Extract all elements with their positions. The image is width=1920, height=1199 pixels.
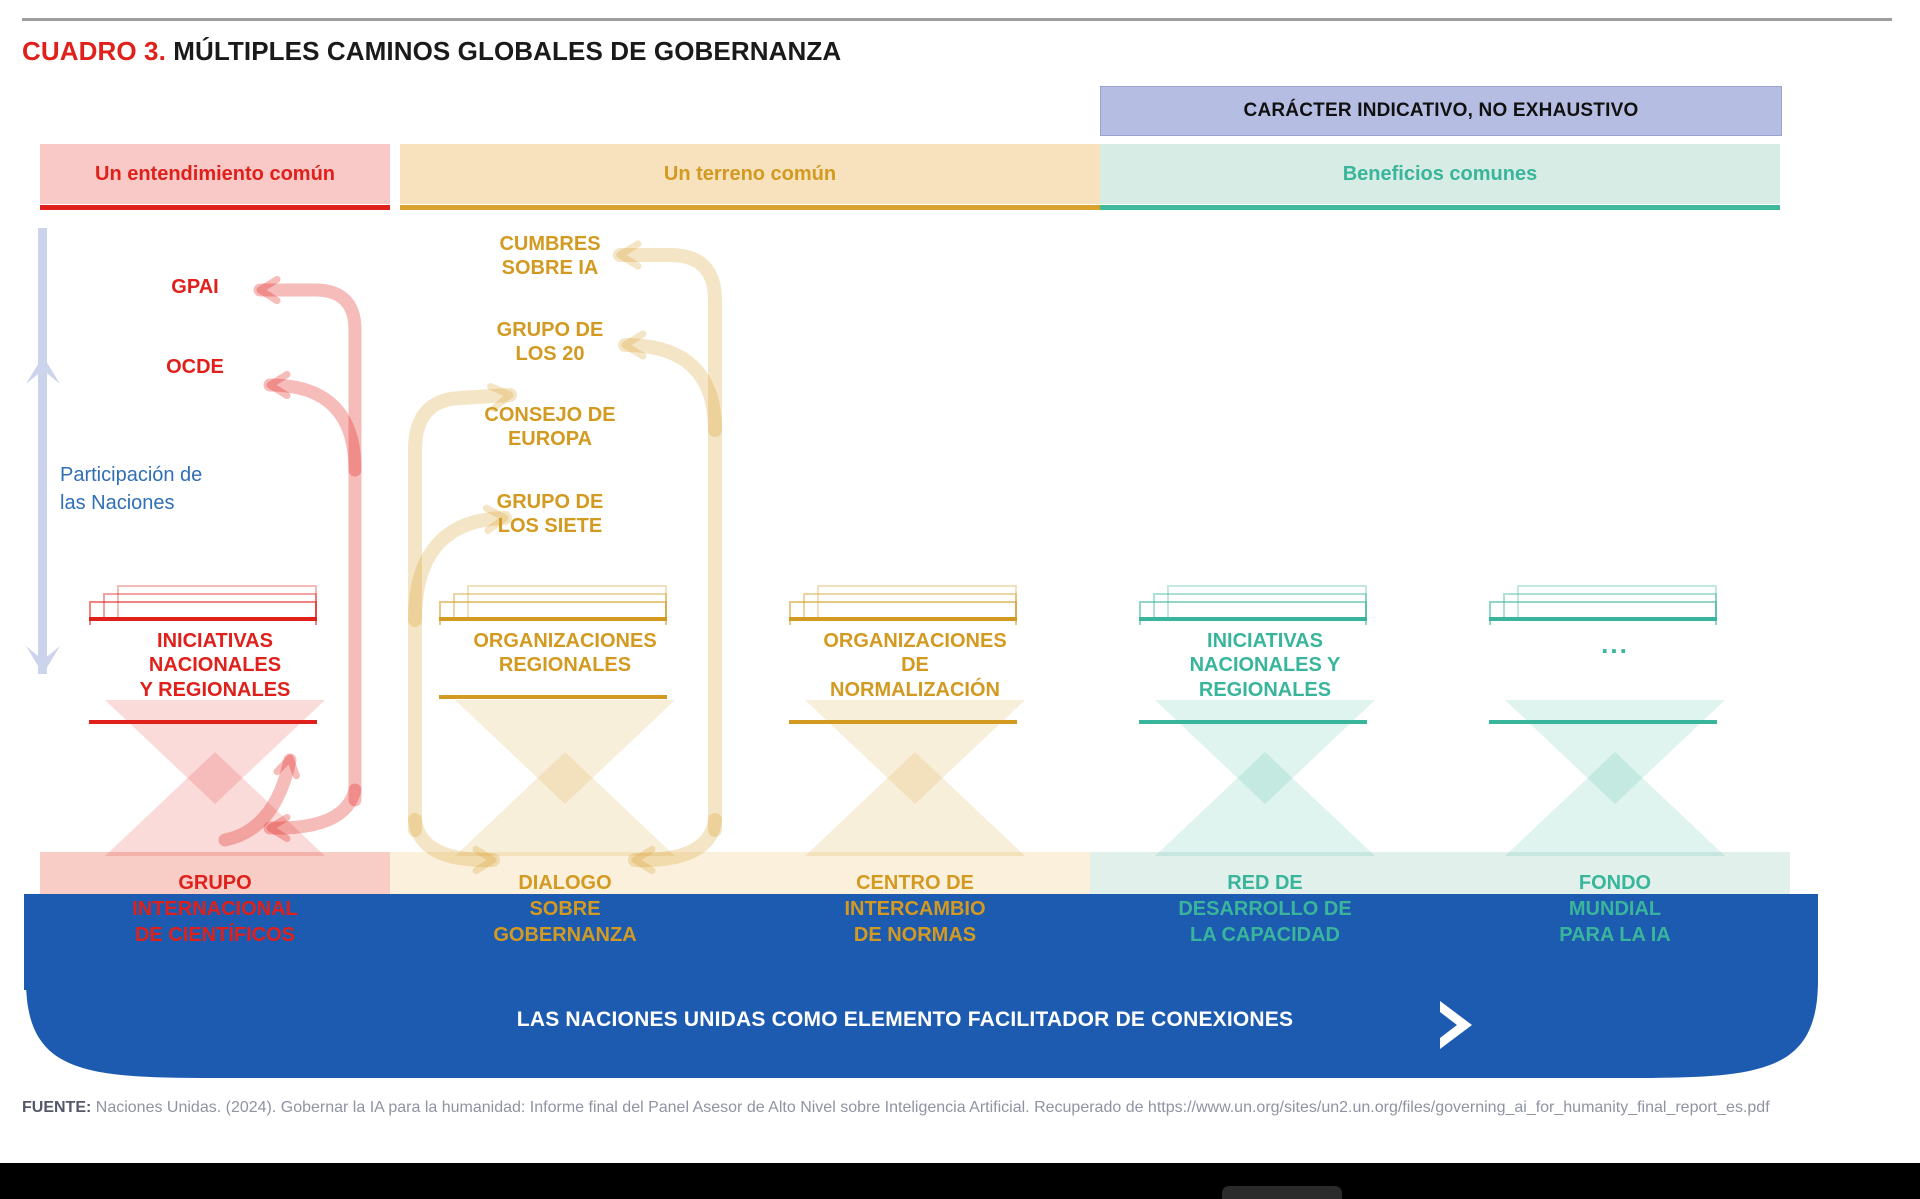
midtier-rule-top xyxy=(439,617,667,621)
boat-banner-label: LAS NACIONES UNIDAS COMO ELEMENTO FACILI… xyxy=(516,1008,1294,1031)
midtier-rule-bottom xyxy=(89,720,317,724)
column-header-label: Un terreno común xyxy=(663,162,837,185)
screenshot-chrome-bar xyxy=(0,1163,1920,1199)
node-label-1-1: GRUPO DE LOS 20 xyxy=(496,319,604,365)
source-label: FUENTE: xyxy=(22,1099,92,1116)
midtier-rule-top xyxy=(89,617,317,621)
column-header-common-ground: Un terreno común xyxy=(400,144,1100,210)
source-footer: FUENTE: Naciones Unidas. (2024). Goberna… xyxy=(22,1094,1812,1122)
column-header-label: Un entendimiento común xyxy=(95,162,335,185)
stacked-cards-icon xyxy=(1465,585,1765,625)
midtier-label: ORGANIZACIONES DE NORMALIZACIÓN xyxy=(823,630,1007,701)
page-title: CUADRO 3. MÚLTIPLES CAMINOS GLOBALES DE … xyxy=(22,36,841,67)
midtier-rule-top xyxy=(1139,617,1367,621)
page-title-prefix: CUADRO 3. xyxy=(22,36,166,66)
stacked-cards-icon xyxy=(1115,585,1415,625)
arrow-down-icon xyxy=(24,642,62,676)
midtier-label: ORGANIZACIONES REGIONALES xyxy=(473,630,657,677)
midtier-rule-bottom xyxy=(1489,720,1717,724)
screenshot-chrome-tab xyxy=(1222,1186,1342,1199)
column-header-underline xyxy=(400,205,1100,210)
node-label-1-2: CONSEJO DE EUROPA xyxy=(484,404,616,450)
chevron-right-icon xyxy=(1434,998,1478,1052)
midtier-label: INICIATIVAS NACIONALES Y REGIONALES xyxy=(1189,630,1341,701)
column-header-common-benefits: Beneficios comunes xyxy=(1100,144,1780,210)
column-header-underline xyxy=(1100,205,1780,210)
node-label-0-0: GPAI xyxy=(171,276,219,298)
column-header-label: Beneficios comunes xyxy=(1342,162,1538,185)
midtier-rule-bottom xyxy=(789,720,1017,724)
column-header-underline xyxy=(40,205,390,210)
page-title-rest: MÚLTIPLES CAMINOS GLOBALES DE GOBERNANZA xyxy=(165,36,842,66)
node-label-0-1: OCDE xyxy=(166,356,224,378)
stacked-cards-icon xyxy=(65,585,365,625)
participation-axis-label: Participación de las Naciones xyxy=(60,464,203,514)
column-header-understanding: Un entendimiento común xyxy=(40,144,390,210)
midtier-rule-bottom xyxy=(1139,720,1367,724)
node-label-1-3: GRUPO DE LOS SIETE xyxy=(496,491,604,537)
stacked-cards-icon xyxy=(765,585,1065,625)
stacked-cards-icon xyxy=(415,585,715,625)
midtier-rule-top xyxy=(789,617,1017,621)
node-label-1-0: CUMBRES SOBRE IA xyxy=(499,233,601,279)
source-text: Naciones Unidas. (2024). Gobernar la IA … xyxy=(91,1099,1770,1116)
midtier-rule-bottom xyxy=(439,695,667,699)
bottom-label-0: GRUPO INTERNACIONAL DE CIENTÍFICOS xyxy=(132,872,298,946)
participation-axis-line xyxy=(38,228,47,674)
midtier-rule-top xyxy=(1489,617,1717,621)
midtier-label: ... xyxy=(1601,629,1629,659)
indicative-banner: CARÁCTER INDICATIVO, NO EXHAUSTIVO xyxy=(1100,86,1782,136)
bottom-label-3: RED DE DESARROLLO DE LA CAPACIDAD xyxy=(1178,872,1352,946)
arrow-up-icon xyxy=(24,354,62,388)
bottom-label-1: DIALOGO SOBRE GOBERNANZA xyxy=(493,872,637,946)
midtier-label: INICIATIVAS NACIONALES Y REGIONALES xyxy=(139,630,291,701)
bottom-label-4: FONDO MUNDIAL PARA LA IA xyxy=(1559,872,1671,946)
top-divider xyxy=(22,18,1892,21)
bottom-label-2: CENTRO DE INTERCAMBIO DE NORMAS xyxy=(844,872,986,946)
